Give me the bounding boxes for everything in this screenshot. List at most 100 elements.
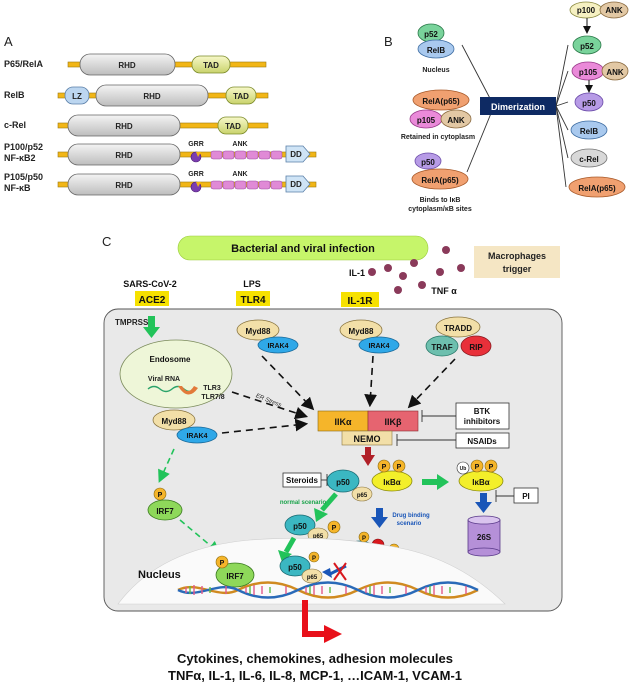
- drug-binding-arrow: [371, 508, 388, 528]
- svg-text:ANK: ANK: [606, 68, 624, 77]
- tad-domain: [225, 86, 257, 105]
- svg-text:P: P: [397, 464, 402, 471]
- svg-text:GRR: GRR: [188, 171, 204, 178]
- activation-arrow: [361, 447, 375, 466]
- lz-domain: [64, 86, 90, 105]
- il-1-label: IL-1: [349, 268, 365, 278]
- svg-text:Myd88: Myd88: [349, 327, 374, 336]
- precursor-p105: p105 ANK: [571, 61, 629, 81]
- svg-text:p52: p52: [424, 30, 438, 39]
- dna-helix: [177, 581, 479, 599]
- proteasome-26s: 26S: [467, 515, 501, 557]
- svg-text:NEMO: NEMO: [354, 434, 381, 444]
- svg-text:P: P: [382, 464, 387, 471]
- svg-text:TLR4: TLR4: [241, 295, 266, 306]
- svg-text:Bacterial and viral infection: Bacterial and viral infection: [231, 243, 375, 255]
- protein-name: P100/p52: [4, 142, 43, 152]
- protein-c-rel: c-Rel RHD TAD: [4, 114, 269, 137]
- svg-text:LZ: LZ: [72, 92, 82, 101]
- dd-domain: [285, 175, 311, 193]
- subunit-c-rel: c-Rel: [570, 148, 608, 168]
- normal-scenario-label: normal scenario: [280, 500, 327, 506]
- protein-relb: RelB LZ RHD TAD: [4, 84, 269, 107]
- svg-text:RelB: RelB: [427, 46, 445, 55]
- macrophages-trigger-box: Macrophages trigger: [474, 246, 560, 278]
- blocked-translocation-icon: [322, 562, 347, 581]
- ank-repeats: [210, 150, 283, 160]
- rhd-domain: [67, 143, 181, 166]
- myd88-endosomal: Myd88 IRAK4: [152, 409, 218, 444]
- endosome: [119, 339, 233, 409]
- svg-text:P: P: [475, 464, 480, 471]
- svg-text:IκBα: IκBα: [383, 478, 400, 487]
- pi-inhibitor: PI: [495, 487, 539, 504]
- svg-text:RHD: RHD: [115, 122, 133, 131]
- svg-text:ANK: ANK: [605, 6, 623, 15]
- output-line-1: Cytokines, chemokines, adhesion molecule…: [177, 651, 453, 666]
- svg-text:p50: p50: [288, 563, 302, 572]
- svg-text:BTK: BTK: [474, 407, 491, 416]
- svg-text:PI: PI: [522, 492, 530, 501]
- svg-text:Myd88: Myd88: [246, 327, 271, 336]
- tmprss2-label: TMPRSS2: [115, 318, 153, 327]
- virus-particles: [368, 246, 465, 294]
- svg-text:ANK: ANK: [232, 141, 247, 148]
- dimerization-box: Dimerization: [480, 97, 556, 115]
- svg-text:IRAK4: IRAK4: [186, 433, 207, 440]
- svg-text:ACE2: ACE2: [139, 295, 166, 306]
- svg-text:Myd88: Myd88: [162, 417, 187, 426]
- svg-text:TAD: TAD: [203, 61, 219, 70]
- lps-label: LPS: [243, 279, 261, 289]
- irf7-cytoplasmic: P IRF7: [147, 487, 183, 521]
- svg-text:RelA(p65): RelA(p65): [422, 97, 460, 106]
- precursor-p100: p100 ANK: [569, 1, 629, 19]
- protein-alias: NF-κB2: [4, 153, 36, 163]
- svg-text:P: P: [489, 464, 494, 471]
- subunit-p52: p52: [572, 35, 602, 55]
- tlr-receptor-shape: [178, 386, 198, 395]
- svg-text:inhibitors: inhibitors: [464, 417, 501, 426]
- entry-arrow: [143, 316, 160, 338]
- signaling-arrows: [221, 355, 456, 434]
- svg-text:TAD: TAD: [225, 122, 241, 131]
- svg-text:RelA(p65): RelA(p65): [421, 176, 459, 185]
- svg-text:GRR: GRR: [188, 141, 204, 148]
- svg-text:IκBα: IκBα: [472, 478, 489, 487]
- subunit-rela: RelA(p65): [568, 176, 626, 198]
- dd-domain: [285, 145, 311, 163]
- nfkb-nuclear: p50 p65 P: [279, 551, 323, 584]
- svg-text:trigger: trigger: [503, 264, 532, 274]
- svg-text:p50: p50: [421, 158, 435, 167]
- svg-text:p65: p65: [357, 493, 368, 499]
- il-1r-receptor: IL-1R: [341, 292, 379, 307]
- svg-text:RelB: RelB: [580, 127, 598, 136]
- svg-text:P: P: [158, 492, 163, 499]
- svg-text:IRF7: IRF7: [226, 572, 244, 581]
- dimer-rela-p105: RelA(p65) p105 ANK Retained in cytoplasm: [401, 89, 475, 141]
- svg-text:P: P: [220, 560, 225, 567]
- ace2-receptor: ACE2: [135, 291, 169, 306]
- tnf-alpha-label: TNF α: [431, 286, 457, 296]
- rhd-domain: [67, 173, 181, 196]
- normal-scenario-arrow: [314, 492, 338, 522]
- protein-name: P65/RelA: [4, 59, 44, 69]
- infection-banner: Bacterial and viral infection: [177, 235, 429, 261]
- caption: Binds to IκB: [420, 197, 461, 204]
- svg-text:DD: DD: [290, 180, 302, 189]
- protein-p65-rela: P65/RelA RHD TAD: [4, 53, 267, 76]
- nuclear-import-arrow: [278, 536, 297, 562]
- rhd-domain: [95, 84, 209, 107]
- rhd-domain: [79, 53, 176, 76]
- drug-binding-label: Drug binding: [392, 513, 430, 519]
- svg-text:p65: p65: [307, 575, 318, 581]
- drug-binding-label: scenario: [397, 521, 422, 527]
- svg-text:RHD: RHD: [118, 61, 136, 70]
- nsaids-inhibitor: NSAIDs: [396, 432, 510, 449]
- svg-text:c-Rel: c-Rel: [579, 155, 599, 164]
- protein-name: RelB: [4, 90, 25, 100]
- irf7-nuclear: IRF7 P: [215, 555, 255, 588]
- dimerization-connectors: [461, 44, 569, 188]
- svg-text:Macrophages: Macrophages: [488, 251, 546, 261]
- svg-text:IRAK4: IRAK4: [368, 343, 389, 350]
